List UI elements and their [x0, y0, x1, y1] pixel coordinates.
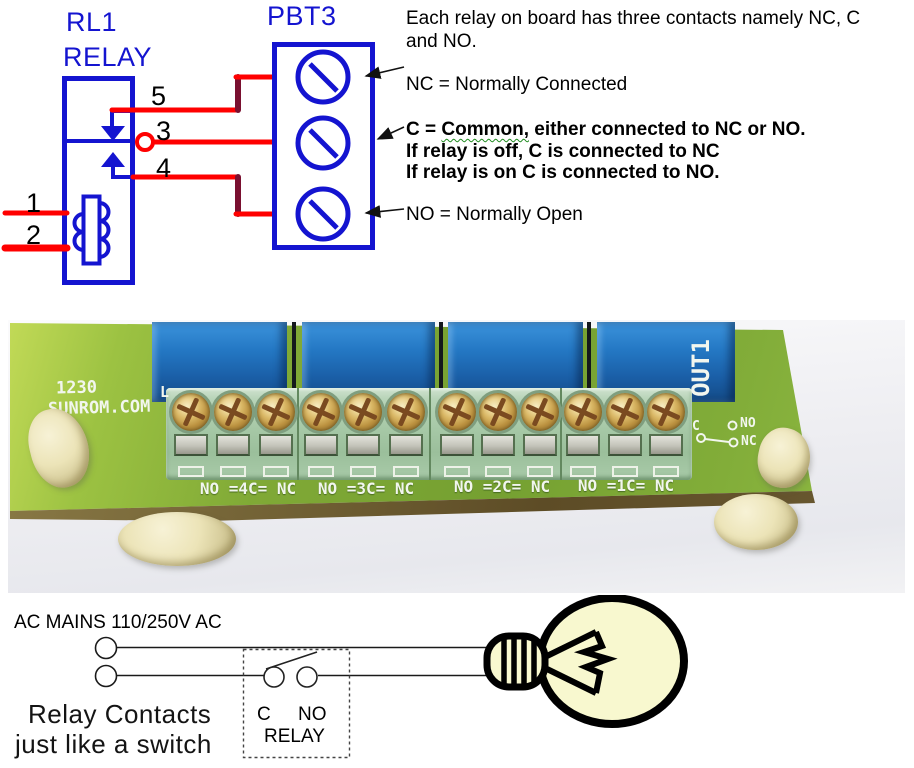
silkscreen-pad-outline — [612, 466, 638, 477]
relay-off-note: If relay is off, C is connected to NC — [406, 141, 720, 162]
terminal-screw — [644, 390, 688, 434]
pin-1-label: 1 — [26, 188, 42, 218]
wire-clamp-slot — [259, 434, 293, 456]
wire-clamp-slot — [389, 434, 423, 456]
terminal-block-symbol — [272, 42, 375, 250]
terminal-block-ref-label: PBT3 — [267, 1, 337, 31]
silkscreen-pad-outline — [444, 466, 470, 477]
terminal-block-divider — [429, 388, 431, 480]
relay-gap-wire — [587, 322, 591, 394]
common-note-rest: either connected to NC or NO. — [528, 119, 806, 140]
nylon-standoff — [714, 494, 798, 550]
mains-terminal-bottom — [94, 664, 118, 688]
pin-5-label: 5 — [151, 81, 167, 111]
relay-dashed-box — [242, 648, 351, 759]
relay-on-note: If relay is on C is connected to NO. — [406, 162, 720, 183]
silkscreen-pad-outline — [350, 466, 376, 477]
caption-line-1: Relay Contacts — [28, 699, 212, 729]
silkscreen-pad-outline — [393, 466, 419, 477]
relay-gap-wire — [292, 322, 296, 394]
contact-c-label: C — [257, 704, 271, 725]
terminal-block-divider — [560, 388, 562, 480]
terminal-screw — [341, 390, 385, 434]
lamp-circuit-drawing — [94, 595, 688, 759]
terminal-screw — [211, 390, 255, 434]
partial-silkscreen-label: L — [160, 383, 170, 401]
terminal-screw — [254, 390, 298, 434]
terminal-label-2: NO =2C= NC — [453, 477, 551, 496]
relay-schematic-drawing — [1, 42, 405, 285]
nc-note: NC = Normally Connected — [406, 74, 628, 95]
terminal-label-1: NO =1C= NC — [577, 476, 675, 495]
terminal-screw — [518, 390, 562, 434]
wire-clamp-slot — [304, 434, 338, 456]
wire-clamp-slot — [608, 434, 642, 456]
board-number-silkscreen: 1230 — [55, 377, 98, 399]
terminal-screw — [603, 390, 647, 434]
wire-clamp-slot — [649, 434, 683, 456]
mains-terminal-top — [94, 636, 118, 660]
mini-c-label: C — [692, 419, 700, 434]
silkscreen-pad-outline — [485, 466, 511, 477]
common-note: C = Common, either connected to NC or NO… — [406, 119, 906, 140]
light-bulb — [483, 595, 688, 728]
contact-no-label: NO — [298, 704, 327, 725]
silkscreen-pad-outline — [178, 466, 204, 477]
annotation-arrows — [364, 66, 405, 218]
wire-clamp-slot — [566, 434, 600, 456]
relay-type-label: RELAY — [63, 42, 153, 72]
silkscreen-pad-outline — [263, 466, 289, 477]
common-node-circle — [135, 132, 155, 152]
terminal-screw — [169, 390, 213, 434]
mini-contact-schematic — [696, 420, 739, 448]
mains-label: AC MAINS 110/250V AC — [14, 612, 222, 633]
relay-box-label: RELAY — [264, 726, 325, 747]
wire-clamp-slot — [346, 434, 380, 456]
wire-clamp-slot — [216, 434, 250, 456]
wire-clamp-slot — [440, 434, 474, 456]
relay-symbol — [62, 76, 135, 285]
terminal-screw — [561, 390, 605, 434]
terminal-label-3: NO =3C= NC — [317, 479, 415, 498]
caption-line-2: just like a switch — [15, 729, 212, 759]
switch-contacts — [263, 651, 318, 688]
out1-silkscreen: OUT1 — [687, 339, 715, 397]
pin-4-label: 4 — [156, 153, 172, 183]
wire-clamp-slot — [174, 434, 208, 456]
schematic-wires — [1, 74, 276, 252]
silkscreen-pad-outline — [570, 466, 596, 477]
nylon-standoff — [118, 512, 236, 566]
bulb-filament — [545, 629, 618, 696]
terminal-block-divider — [297, 388, 299, 480]
common-note-prefix: C = — [406, 119, 442, 140]
terminal-screw — [435, 390, 479, 434]
common-word: Common, — [441, 119, 529, 140]
silkscreen-pad-outline — [653, 466, 679, 477]
pin-2-label: 2 — [26, 220, 42, 250]
mini-no-label: NO — [740, 416, 756, 431]
wire-clamp-slot — [481, 434, 515, 456]
wire-clamp-slot — [523, 434, 557, 456]
pin-3-label: 3 — [156, 116, 172, 146]
terminal-screw — [476, 390, 520, 434]
silkscreen-pad-outline — [308, 466, 334, 477]
relay-gap-wire — [439, 322, 443, 394]
no-note: NO = Normally Open — [406, 204, 583, 225]
silkscreen-pad-outline — [220, 466, 246, 477]
mini-nc-label: NC — [741, 434, 757, 449]
terminal-label-4: NO =4C= NC — [199, 479, 297, 498]
mains-wires — [117, 646, 489, 677]
terminal-screw — [384, 390, 428, 434]
silkscreen-pad-outline — [527, 466, 553, 477]
relay-board-photo: NO =4C= NC NO =3C= NC NO =2C= NC NO =1C=… — [8, 320, 905, 593]
relay-ref-label: RL1 — [66, 7, 118, 37]
terminal-screw — [299, 390, 343, 434]
relay-coil-symbol — [72, 194, 111, 266]
intro-note: Each relay on board has three contacts n… — [406, 8, 861, 52]
